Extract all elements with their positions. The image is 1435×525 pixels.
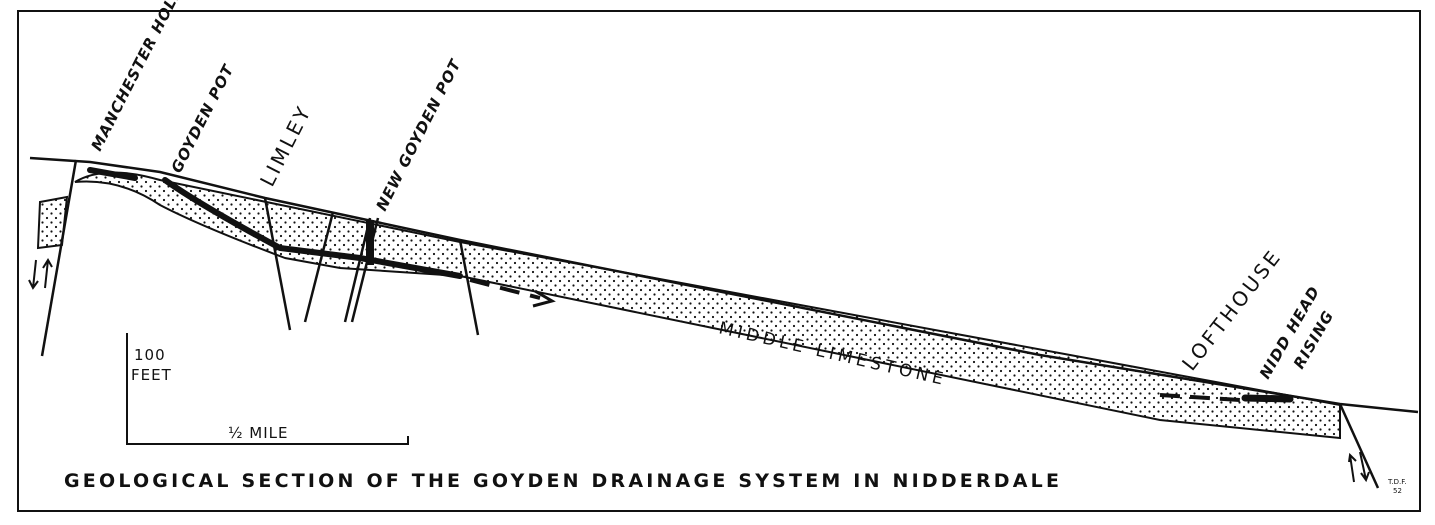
- ground-surface-line: [29, 156, 1419, 414]
- diagram-title: GEOLOGICAL SECTION OF THE GOYDEN DRAINAG…: [64, 470, 1062, 492]
- scale-vertical-value: 100: [134, 346, 166, 364]
- scale-vertical-unit: FEET: [131, 366, 172, 384]
- scale-bar: [126, 333, 409, 445]
- fault-lines: [40, 159, 1380, 489]
- label-new-goyden-pot: NEW GOYDEN POT: [373, 55, 466, 213]
- fault-throw-arrows: [28, 258, 1370, 483]
- cave-passage: [87, 167, 463, 279]
- middle-limestone-band: [74, 171, 1341, 440]
- underground-flow-dashed: [469, 278, 541, 300]
- author-initials-year: 52: [1393, 487, 1402, 495]
- lofthouse-flow-dashed: [1159, 393, 1241, 402]
- label-limley: LIMLEY: [255, 101, 316, 191]
- flow-arrowhead: [532, 289, 556, 308]
- label-goyden-pot: GOYDEN POT: [168, 61, 239, 176]
- frame-border: [17, 10, 1421, 512]
- new-goyden-pot-shaft: [366, 220, 374, 265]
- author-initials: T.D.F.: [1387, 478, 1406, 486]
- scale-horizontal: ½ MILE: [228, 424, 289, 442]
- label-manchester-hole: MANCHESTER HOLE: [88, 0, 186, 154]
- nidd-head-passage: [1241, 394, 1294, 403]
